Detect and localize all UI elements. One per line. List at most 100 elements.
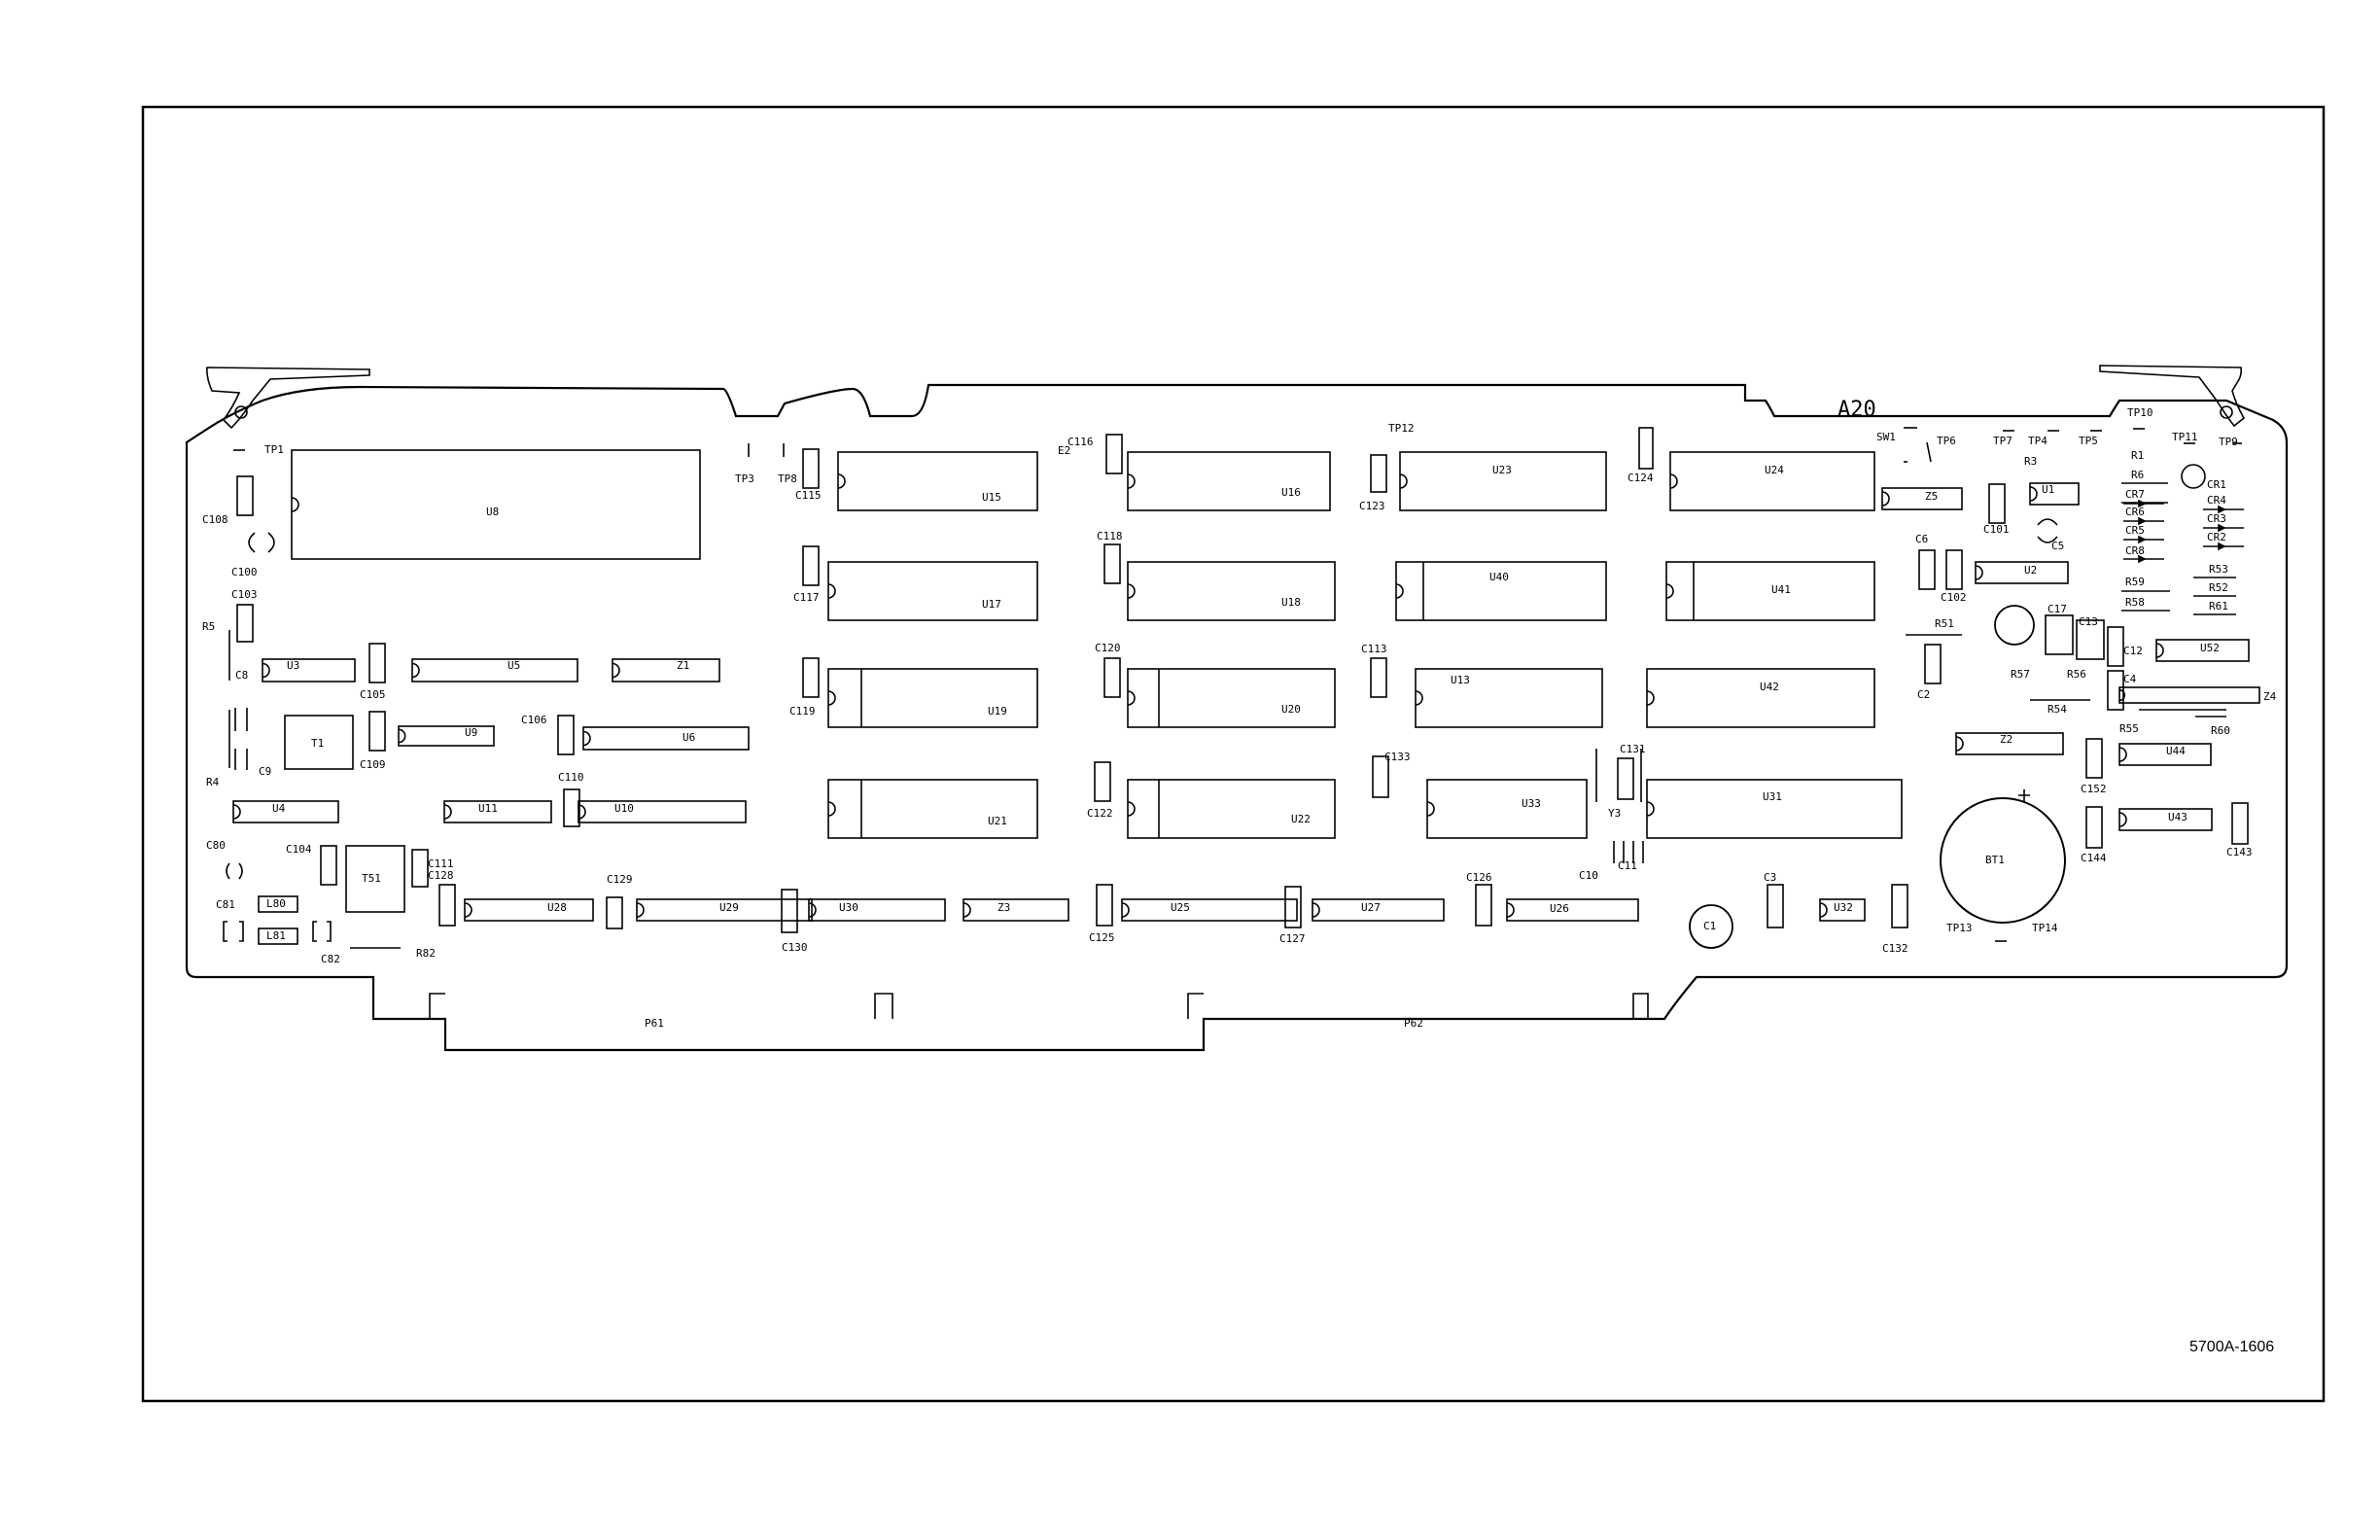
label-u41: U41 bbox=[1771, 583, 1791, 596]
ic-u22 bbox=[1127, 779, 1336, 839]
ic-u52 bbox=[2155, 639, 2250, 662]
label-u5: U5 bbox=[508, 659, 520, 672]
label-u42: U42 bbox=[1760, 681, 1779, 693]
label-c100: C100 bbox=[231, 566, 258, 578]
label-c123: C123 bbox=[1359, 500, 1385, 512]
label-u2: U2 bbox=[2024, 564, 2037, 577]
capacitor-c119 bbox=[802, 657, 820, 698]
label-c3: C3 bbox=[1764, 871, 1776, 884]
label-c104: C104 bbox=[286, 843, 312, 856]
label-c143: C143 bbox=[2226, 846, 2253, 858]
label-r3: R3 bbox=[2024, 455, 2037, 468]
label-c132: C132 bbox=[1882, 942, 1908, 955]
label-u20: U20 bbox=[1281, 703, 1301, 716]
label-tp14: TP14 bbox=[2032, 922, 2058, 934]
label-c106: C106 bbox=[521, 714, 547, 726]
label-c118: C118 bbox=[1097, 530, 1123, 542]
label-u24: U24 bbox=[1765, 464, 1784, 476]
ic-u4 bbox=[232, 800, 339, 823]
label-r61: R61 bbox=[2209, 600, 2228, 612]
label-u16: U16 bbox=[1281, 486, 1301, 499]
label-tp4: TP4 bbox=[2028, 435, 2048, 447]
label-c105: C105 bbox=[360, 688, 386, 701]
board-outline bbox=[185, 383, 2289, 1052]
capacitor-c113 bbox=[1370, 657, 1387, 698]
capacitor-c123 bbox=[1370, 454, 1387, 493]
label-u6: U6 bbox=[682, 731, 695, 744]
label-c117: C117 bbox=[793, 591, 820, 604]
label-tp13: TP13 bbox=[1946, 922, 1973, 934]
label-r57: R57 bbox=[2011, 668, 2030, 681]
ic-u19 bbox=[827, 668, 1038, 728]
label-tp11: TP11 bbox=[2172, 431, 2198, 443]
label-u17: U17 bbox=[982, 598, 1001, 611]
label-c102: C102 bbox=[1941, 591, 1967, 604]
capacitor-c17-body bbox=[1994, 605, 2035, 646]
ic-u29 bbox=[636, 898, 813, 922]
ic-u41 bbox=[1665, 561, 1875, 621]
ic-u43 bbox=[2118, 808, 2213, 831]
capacitor-c128 bbox=[438, 884, 456, 927]
label-z1: Z1 bbox=[677, 659, 689, 672]
label-cr8: CR8 bbox=[2125, 544, 2145, 557]
label-u30: U30 bbox=[839, 901, 858, 914]
ic-u28 bbox=[464, 898, 594, 922]
label-u33: U33 bbox=[1522, 797, 1541, 810]
label-c119: C119 bbox=[789, 705, 816, 718]
left-ejector bbox=[206, 367, 370, 430]
label-u32: U32 bbox=[1834, 901, 1853, 914]
label-u18: U18 bbox=[1281, 596, 1301, 609]
label-u13: U13 bbox=[1451, 674, 1470, 686]
label-u11: U11 bbox=[478, 802, 498, 815]
ic-z3 bbox=[962, 898, 1069, 922]
capacitor-c17 bbox=[2045, 614, 2074, 655]
capacitor-c2 bbox=[1924, 644, 1942, 684]
capacitor-c103 bbox=[236, 604, 254, 643]
label-u1: U1 bbox=[2042, 483, 2054, 496]
capacitor-c104 bbox=[320, 845, 337, 886]
ic-u44 bbox=[2118, 743, 2212, 766]
label-u27: U27 bbox=[1361, 901, 1381, 914]
label-c152: C152 bbox=[2081, 783, 2107, 795]
label-e2: E2 bbox=[1058, 444, 1070, 457]
label-tp7: TP7 bbox=[1993, 435, 2012, 447]
drawing-number: 5700A-1606 bbox=[2189, 1339, 2274, 1355]
transformer-t1 bbox=[284, 715, 354, 770]
capacitor-c13 bbox=[2076, 619, 2105, 660]
label-r59: R59 bbox=[2125, 576, 2145, 588]
ic-u9 bbox=[398, 725, 495, 747]
label-r6: R6 bbox=[2131, 469, 2144, 481]
label-u15: U15 bbox=[982, 491, 1001, 504]
label-c17: C17 bbox=[2048, 603, 2067, 615]
label-c8: C8 bbox=[235, 669, 248, 682]
label-c5: C5 bbox=[2051, 540, 2064, 552]
label-r5: R5 bbox=[202, 620, 215, 633]
capacitor-c106 bbox=[557, 715, 575, 755]
ic-u31 bbox=[1646, 779, 1903, 839]
ic-u26 bbox=[1506, 898, 1639, 922]
label-u9: U9 bbox=[465, 726, 477, 739]
label-u52: U52 bbox=[2200, 642, 2220, 654]
label-cr4: CR4 bbox=[2207, 494, 2226, 507]
label-r58: R58 bbox=[2125, 596, 2145, 609]
label-u8: U8 bbox=[486, 506, 499, 518]
ic-u33 bbox=[1426, 779, 1588, 839]
capacitor-c143 bbox=[2231, 802, 2249, 845]
capacitor-c12 bbox=[2107, 626, 2124, 667]
connector-label-p62: P62 bbox=[1404, 1017, 1423, 1030]
label-tp3: TP3 bbox=[735, 472, 754, 485]
assembly-label: A20 bbox=[1838, 398, 1876, 422]
label-c1: C1 bbox=[1703, 920, 1716, 932]
ic-u3 bbox=[262, 658, 356, 682]
label-c131: C131 bbox=[1620, 743, 1646, 755]
label-c12: C12 bbox=[2123, 645, 2143, 657]
label-y3: Y3 bbox=[1608, 807, 1621, 820]
capacitor-c132 bbox=[1891, 884, 1908, 928]
ic-u18 bbox=[1127, 561, 1336, 621]
label-z3: Z3 bbox=[998, 901, 1010, 914]
label-c109: C109 bbox=[360, 758, 386, 771]
ic-u11 bbox=[443, 800, 552, 823]
label-u19: U19 bbox=[988, 705, 1007, 718]
ic-u16 bbox=[1127, 451, 1331, 511]
